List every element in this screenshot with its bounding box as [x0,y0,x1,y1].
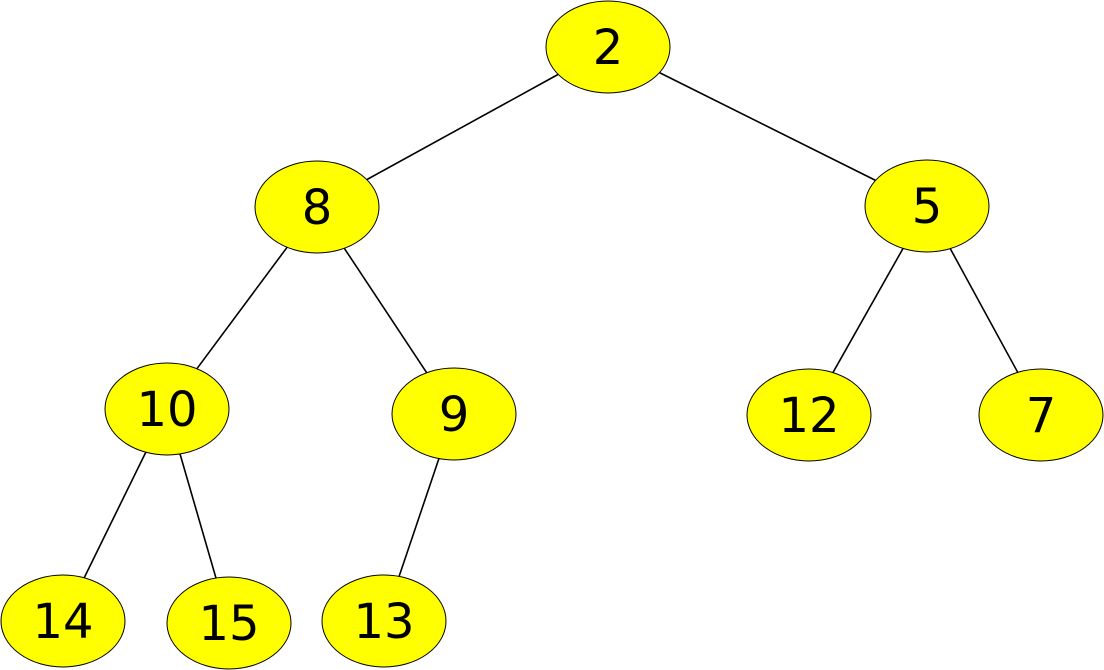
edges-group [83,71,1019,579]
node-ellipse [321,574,447,668]
node-label: 13 [353,594,414,650]
tree-node-10: 10 [104,362,230,456]
edge-n10-n15 [179,453,217,579]
node-label: 15 [198,596,259,652]
node-label: 5 [912,179,943,235]
tree-node-7: 7 [978,368,1104,462]
node-label: 8 [302,180,333,236]
node-label: 12 [778,388,839,444]
tree-node-14: 14 [0,574,126,668]
tree-node-2: 2 [545,0,671,94]
edge-n8-n9 [343,247,428,374]
edge-n2-n8 [366,73,559,181]
node-ellipse [104,362,230,456]
tree-node-12: 12 [746,368,872,462]
tree-node-5: 5 [864,159,990,253]
edge-n9-n13 [398,458,440,577]
tree-node-13: 13 [321,574,447,668]
edge-n5-n12 [832,248,904,373]
node-ellipse [166,576,292,670]
tree-node-8: 8 [254,160,380,254]
node-label: 14 [32,594,93,650]
tree-node-9: 9 [391,367,517,461]
node-ellipse [254,160,380,254]
edge-n5-n7 [949,248,1019,373]
node-label: 10 [136,382,197,438]
node-ellipse [545,0,671,94]
node-label: 7 [1026,388,1057,444]
node-label: 9 [439,387,470,443]
node-label: 2 [593,20,624,76]
tree-node-15: 15 [166,576,292,670]
edge-n10-n14 [83,451,147,579]
node-ellipse [864,159,990,253]
edge-n2-n5 [659,71,876,182]
node-ellipse [978,368,1104,462]
node-ellipse [0,574,126,668]
node-ellipse [391,367,517,461]
node-ellipse [746,368,872,462]
edge-n8-n10 [196,246,288,370]
